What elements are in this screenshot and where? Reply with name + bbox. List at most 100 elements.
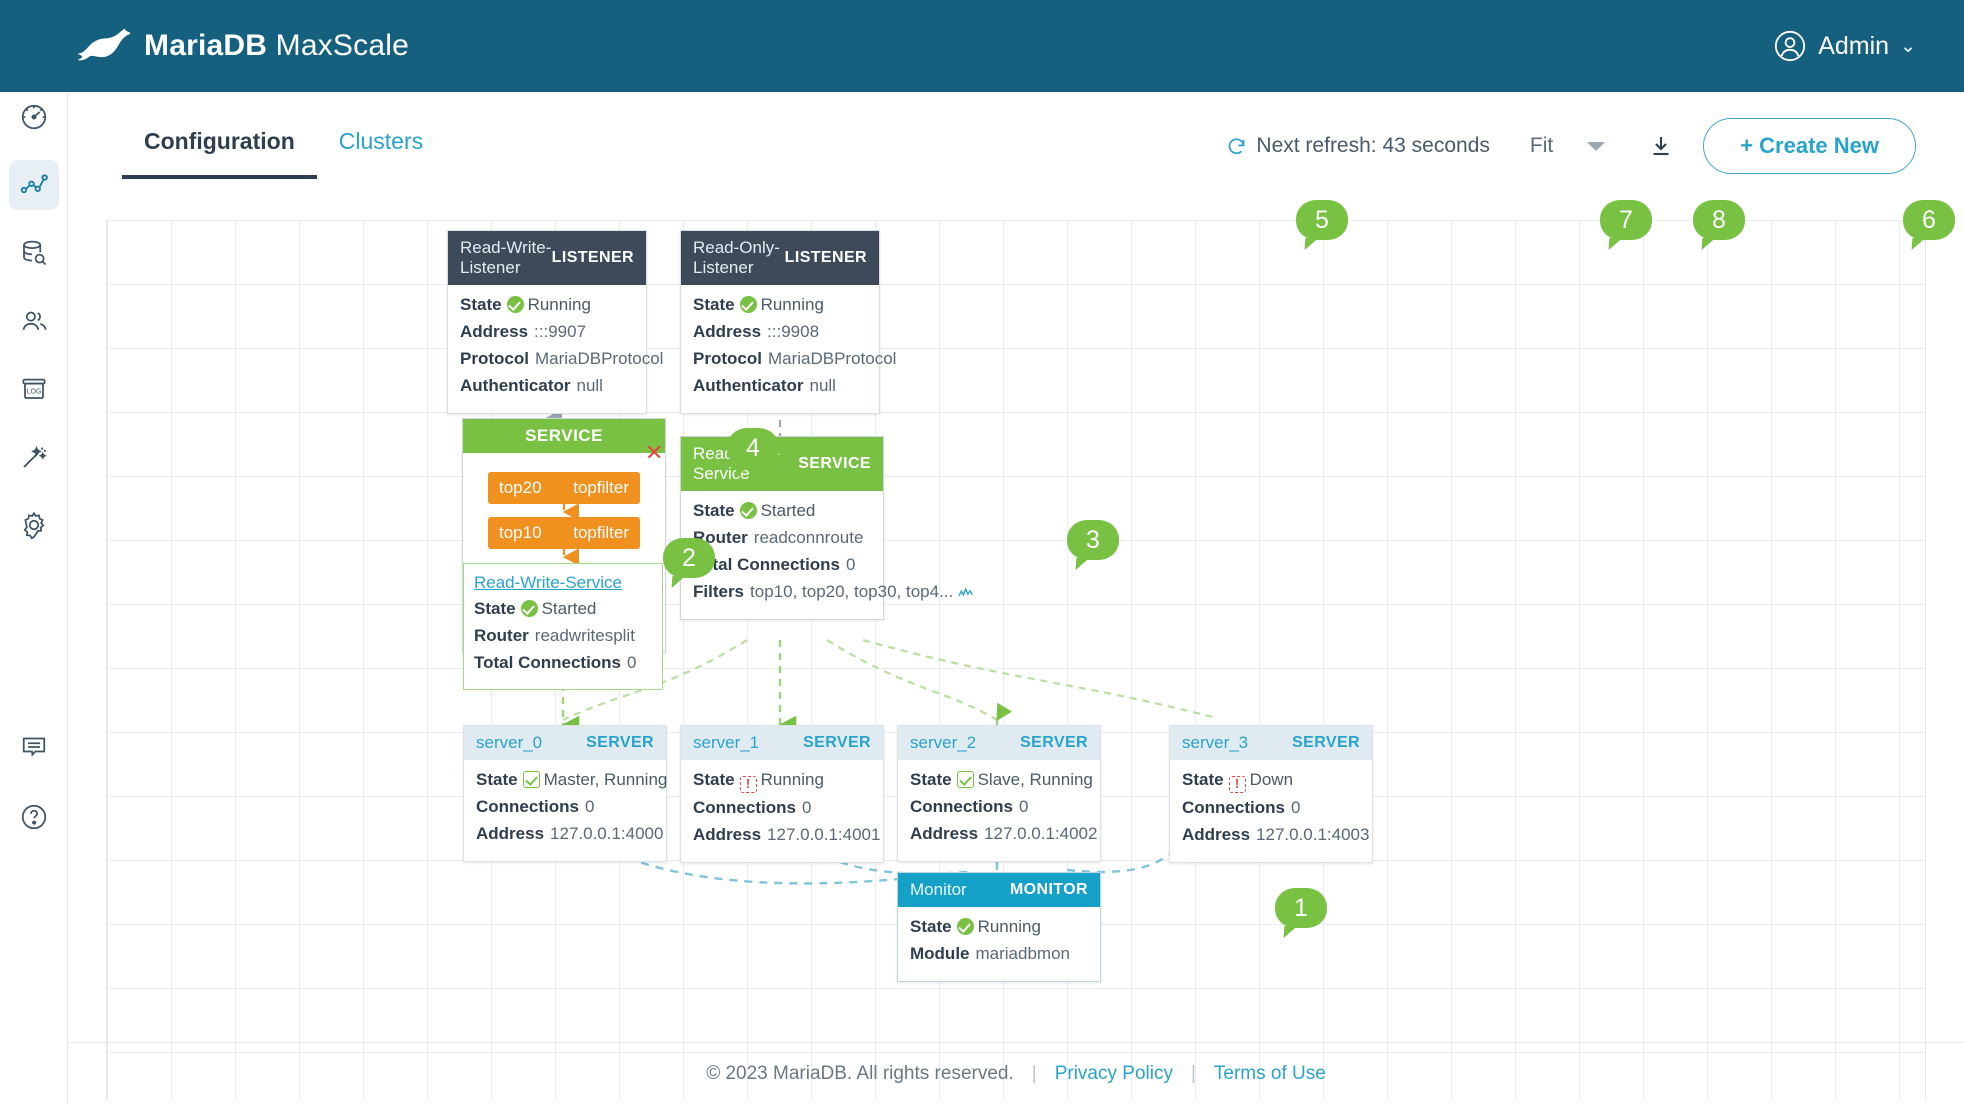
filter-name: top10 [499,523,542,542]
fit-select[interactable]: Fit [1530,134,1606,158]
node-header: server_3 SERVER [1170,726,1372,760]
node-title: Read-Only-Listener [693,238,780,277]
sparkline-icon[interactable] [958,586,975,599]
node-header: Read-Write-Listener LISTENER [448,231,646,285]
footer-separator: | [1190,1062,1196,1084]
filter-wires [562,503,579,566]
sidebar-item-help[interactable] [9,792,59,842]
filter-module: topfilter [573,523,629,542]
filter-chip-top10[interactable]: top10 topfilter [488,517,640,549]
node-title: server_1 [693,733,760,752]
node-row: State!Running [693,770,824,793]
node-row: Address:::9907 [460,321,587,341]
download-icon [1653,137,1669,156]
create-new-button[interactable]: + Create New [1703,118,1916,174]
admin-menu[interactable]: Admin ⌄ [1773,29,1916,63]
refresh-label: Next refresh: 43 seconds [1256,134,1490,157]
node-header: Monitor MONITOR [898,873,1100,907]
refresh-timer[interactable]: Next refresh: 43 seconds [1226,134,1490,158]
brand-thin: MaxScale [267,29,409,62]
terms-of-use-link[interactable]: Terms of Use [1213,1062,1326,1084]
node-title: Monitor [910,880,967,899]
brand-logo[interactable]: MariaDB MaxScale [78,26,409,66]
line-graph-icon [20,174,48,194]
node-title: server_0 [476,733,543,752]
sidebar-item-users[interactable] [9,296,59,346]
seal-logo-icon [78,28,130,61]
admin-label: Admin [1818,31,1890,60]
node-header: Read-Only-Listener LISTENER [681,231,879,285]
question-circle-icon [21,804,47,830]
sidebar-item-wizard[interactable] [9,432,59,482]
footer-separator: | [1031,1062,1037,1084]
node-type-badge: SERVICE [798,455,871,472]
sidebar-item-settings[interactable] [9,500,59,550]
sidebar: LOG [0,92,68,1104]
users-icon [22,311,47,330]
server-node-1[interactable]: server_1 SERVER State!Running Connection… [680,725,884,863]
warning-square-red-icon: ! [739,776,757,793]
check-circle-green-icon [739,502,757,519]
sidebar-item-visualization[interactable] [9,160,59,210]
filter-module: topfilter [573,478,629,497]
close-x-icon[interactable]: ✕ [645,440,664,465]
filter-chip-top20[interactable]: top20 topfilter [488,472,640,504]
privacy-policy-link[interactable]: Privacy Policy [1054,1062,1173,1084]
node-type-badge: SERVER [1292,734,1360,751]
check-circle-green-icon [956,918,974,935]
footer: © 2023 MariaDB. All rights reserved. | P… [68,1042,1964,1104]
app-header: MariaDB MaxScale Admin ⌄ [0,0,1964,92]
node-title: server_3 [1182,733,1249,752]
sidebar-item-feedback[interactable] [9,722,59,772]
warning-square-red-icon: ! [1228,776,1246,793]
node-row: State!Down [1182,770,1294,793]
sidebar-item-query-editor[interactable] [9,228,59,278]
magic-wand-icon [23,446,47,468]
download-button[interactable] [1649,133,1673,159]
tab-configuration[interactable]: Configuration [122,128,317,179]
check-square-green-icon [522,771,540,788]
sidebar-item-logs[interactable]: LOG [9,364,59,414]
check-circle-green-icon [739,296,757,313]
log-box-icon: LOG [22,378,46,399]
sidebar-item-dashboard[interactable] [9,92,59,142]
brand-bold: MariaDB [144,29,268,62]
tab-clusters[interactable]: Clusters [338,128,424,154]
user-circle-icon [1775,30,1806,62]
node-title: server_2 [910,733,977,752]
gauge-icon [21,104,47,130]
copyright-text: © 2023 MariaDB. All rights reserved. [706,1062,1014,1084]
node-header: server_2 SERVER [898,726,1100,760]
read-write-service-link[interactable]: Read-Write-Service [474,573,623,592]
